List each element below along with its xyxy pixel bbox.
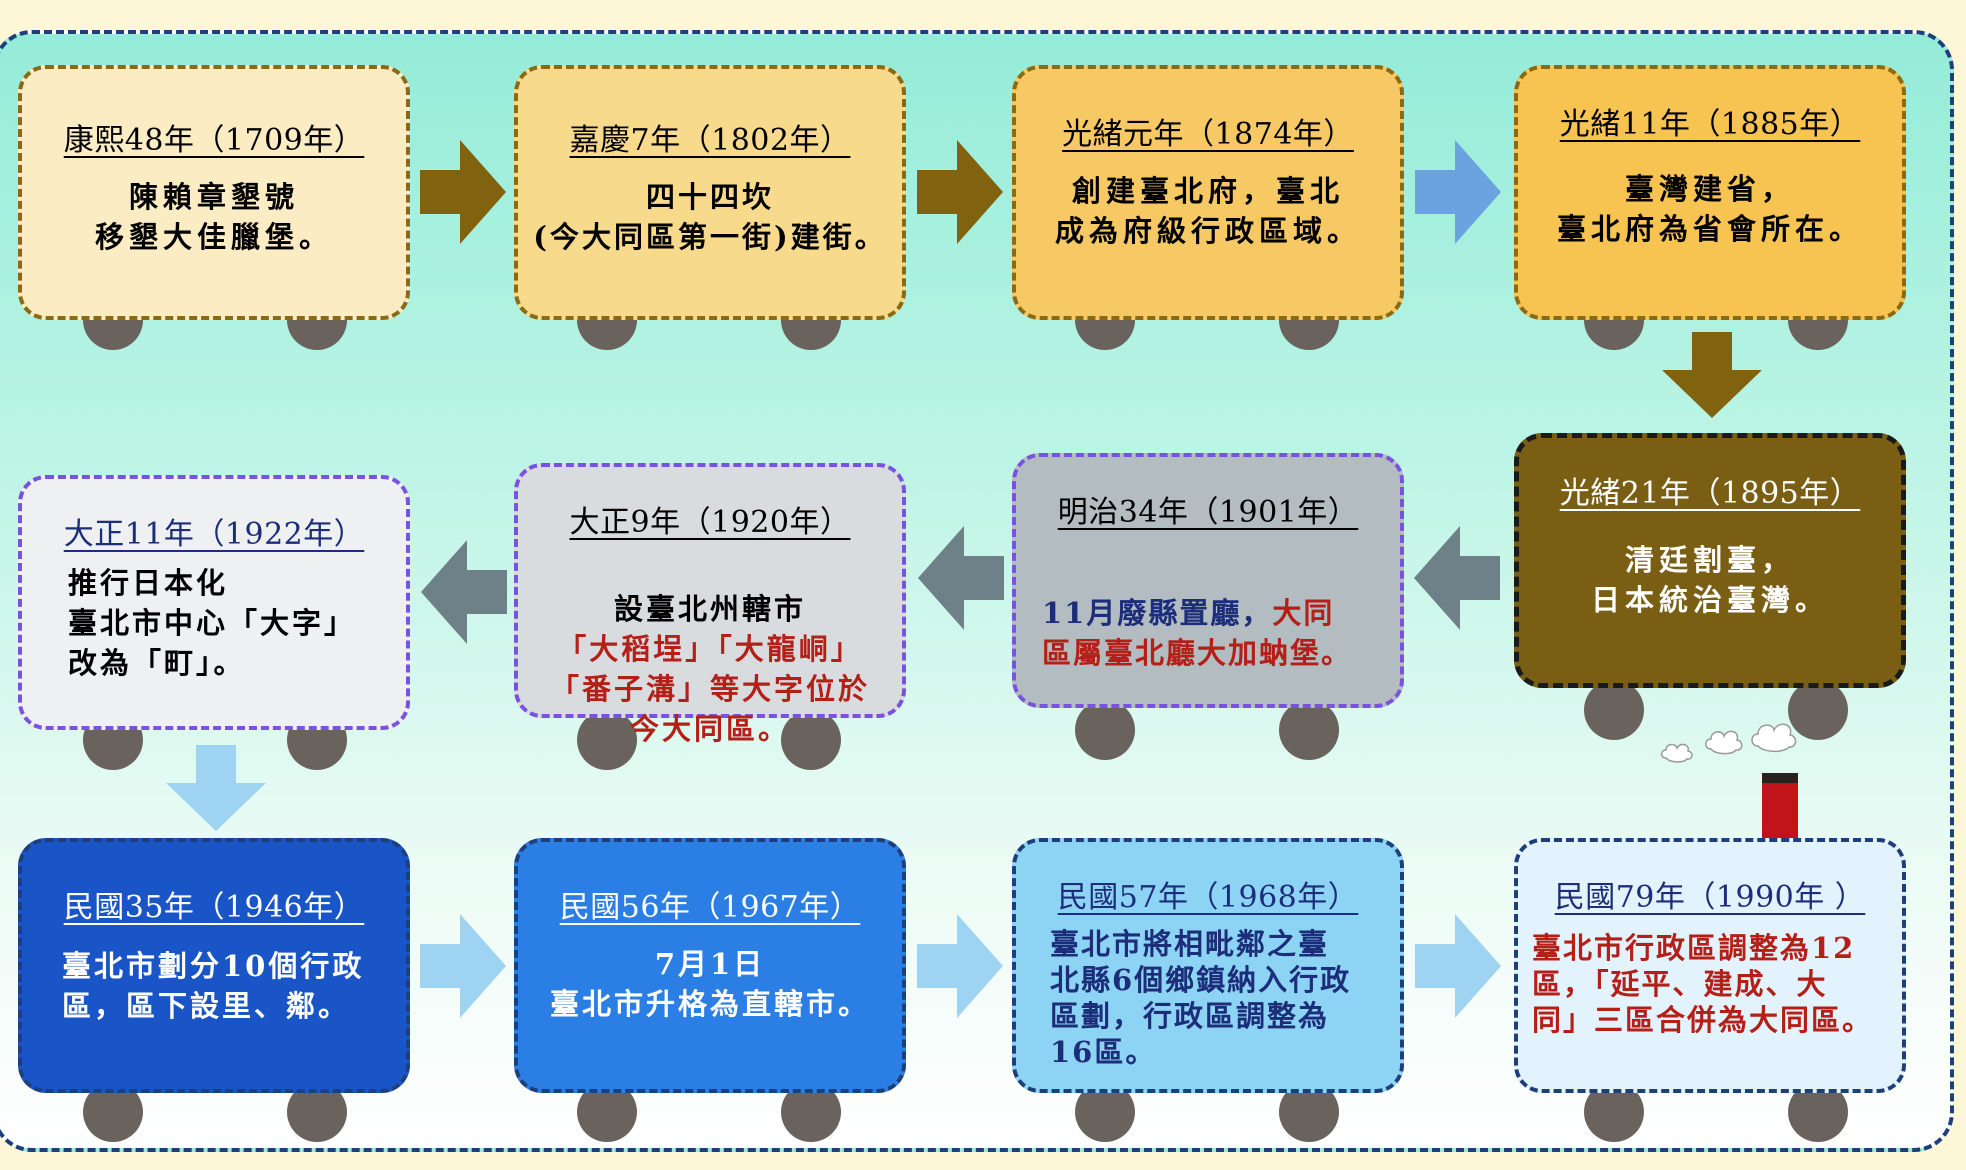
stage-description: 四十四坎 (今大同區第一街)建街。 xyxy=(533,180,887,254)
card-5-left-wheel xyxy=(1584,680,1644,740)
stage-description-part-2: 大同 區屬臺北廳大加蚋堡。 xyxy=(1042,596,1353,670)
stage-description: 7月1日 臺北市升格為直轄市。 xyxy=(549,947,870,1021)
stage-title: 大正11年（1922年） xyxy=(63,517,365,552)
stage-description: 臺北市劃分10個行政 區，區下設里、鄰。 xyxy=(62,949,365,1023)
stage-description: 陳賴章墾號 移墾大佳臘堡。 xyxy=(94,180,333,254)
stage-description-part-1: 11月廢縣置廳， xyxy=(1042,596,1273,630)
stage-card-1920: 大正9年（1920年） 設臺北州轄市 「大稻埕」「大龍峒」 「番子溝」等大字位於… xyxy=(514,463,906,746)
card-6-right-wheel xyxy=(1279,700,1339,760)
stage-card-1967: 民國56年（1967年） 7月1日 臺北市升格為直轄市。 xyxy=(514,838,906,1093)
arrow-left-1 xyxy=(1414,526,1500,630)
stage-title: 光緒元年（1874年） xyxy=(1062,117,1354,152)
arrow-right-1 xyxy=(420,140,506,244)
stage-description-part-2: 「大稻埕」「大龍峒」 「番子溝」等大字位於 今大同區。 xyxy=(549,632,870,746)
card-7-left-wheel xyxy=(577,710,637,770)
arrow-right-5 xyxy=(917,914,1003,1018)
stage-description: 設臺北州轄市 「大稻埕」「大龍峒」 「番子溝」等大字位於 今大同區。 xyxy=(518,549,902,789)
stage-title: 明治34年（1901年） xyxy=(1057,495,1359,530)
stage-card-1874: 光緒元年（1874年） 創建臺北府，臺北 成為府級行政區域。 xyxy=(1012,65,1404,320)
stage-title: 大正9年（1920年） xyxy=(569,505,851,540)
stage-title: 康熙48年（1709年） xyxy=(63,123,365,158)
stage-description: 創建臺北府，臺北 成為府級行政區域。 xyxy=(1054,174,1361,248)
smoke-puff-small-icon xyxy=(1660,743,1693,763)
smoke-puff-medium-icon xyxy=(1705,730,1743,755)
stage-description: 推行日本化 臺北市中心「大字」 改為「町」。 xyxy=(68,566,357,680)
stage-card-1922: 大正11年（1922年） 推行日本化 臺北市中心「大字」 改為「町」。 xyxy=(18,475,410,730)
arrow-right-3 xyxy=(1415,140,1501,244)
stage-card-1901: 明治34年（1901年） 11月廢縣置廳，大同 區屬臺北廳大加蚋堡。 xyxy=(1012,453,1404,708)
stage-description: 清廷割臺， 日本統治臺灣。 xyxy=(1590,543,1829,617)
card-5-right-wheel xyxy=(1788,680,1848,740)
arrow-left-2 xyxy=(918,526,1004,630)
stage-description: 臺北市行政區調整為12 區，「延平、建成、大 同」三區合併為大同區。 xyxy=(1532,931,1874,1037)
stage-description: 臺灣建省， 臺北府為省會所在。 xyxy=(1556,172,1863,246)
arrow-right-2 xyxy=(917,140,1003,244)
stage-card-1802: 嘉慶7年（1802年） 四十四坎 (今大同區第一街)建街。 xyxy=(514,65,906,320)
card-7-right-wheel xyxy=(781,710,841,770)
stage-card-1946: 民國35年（1946年） 臺北市劃分10個行政 區，區下設里、鄰。 xyxy=(18,838,410,1093)
stage-title: 光緒11年（1885年） xyxy=(1559,107,1861,142)
stage-card-1709: 康熙48年（1709年） 陳賴章墾號 移墾大佳臘堡。 xyxy=(18,65,410,320)
smoke-puff-large-icon xyxy=(1751,723,1797,753)
stage-description: 臺北市將相毗鄰之臺 北縣6個鄉鎮納入行政 區劃，行政區調整為 16區。 xyxy=(1050,927,1352,1069)
arrow-right-6 xyxy=(1415,914,1501,1018)
stage-description-part-1: 設臺北州轄市 xyxy=(613,592,806,626)
stage-title: 光緒21年（1895年） xyxy=(1559,476,1861,511)
arrow-left-3 xyxy=(421,540,507,644)
arrow-right-4 xyxy=(420,914,506,1018)
train-chimney xyxy=(1762,773,1798,839)
stage-card-1885: 光緒11年（1885年） 臺灣建省， 臺北府為省會所在。 xyxy=(1514,65,1906,320)
stage-card-1990: 民國79年（1990年 ） 臺北市行政區調整為12 區，「延平、建成、大 同」三… xyxy=(1514,838,1906,1093)
stage-description: 11月廢縣置廳，大同 區屬臺北廳大加蚋堡。 xyxy=(1016,553,1400,673)
stage-title: 民國79年（1990年 ） xyxy=(1554,880,1866,915)
stage-title: 民國35年（1946年） xyxy=(63,890,365,925)
stage-title: 民國57年（1968年） xyxy=(1057,880,1359,915)
arrow-down-2 xyxy=(166,745,266,831)
stage-title: 民國56年（1967年） xyxy=(559,890,861,925)
card-6-left-wheel xyxy=(1075,700,1135,760)
stage-card-1968: 民國57年（1968年） 臺北市將相毗鄰之臺 北縣6個鄉鎮納入行政 區劃，行政區… xyxy=(1012,838,1404,1093)
stage-title: 嘉慶7年（1802年） xyxy=(569,123,851,158)
stage-card-1895: 光緒21年（1895年） 清廷割臺， 日本統治臺灣。 xyxy=(1514,433,1906,688)
arrow-down-1 xyxy=(1662,332,1762,418)
